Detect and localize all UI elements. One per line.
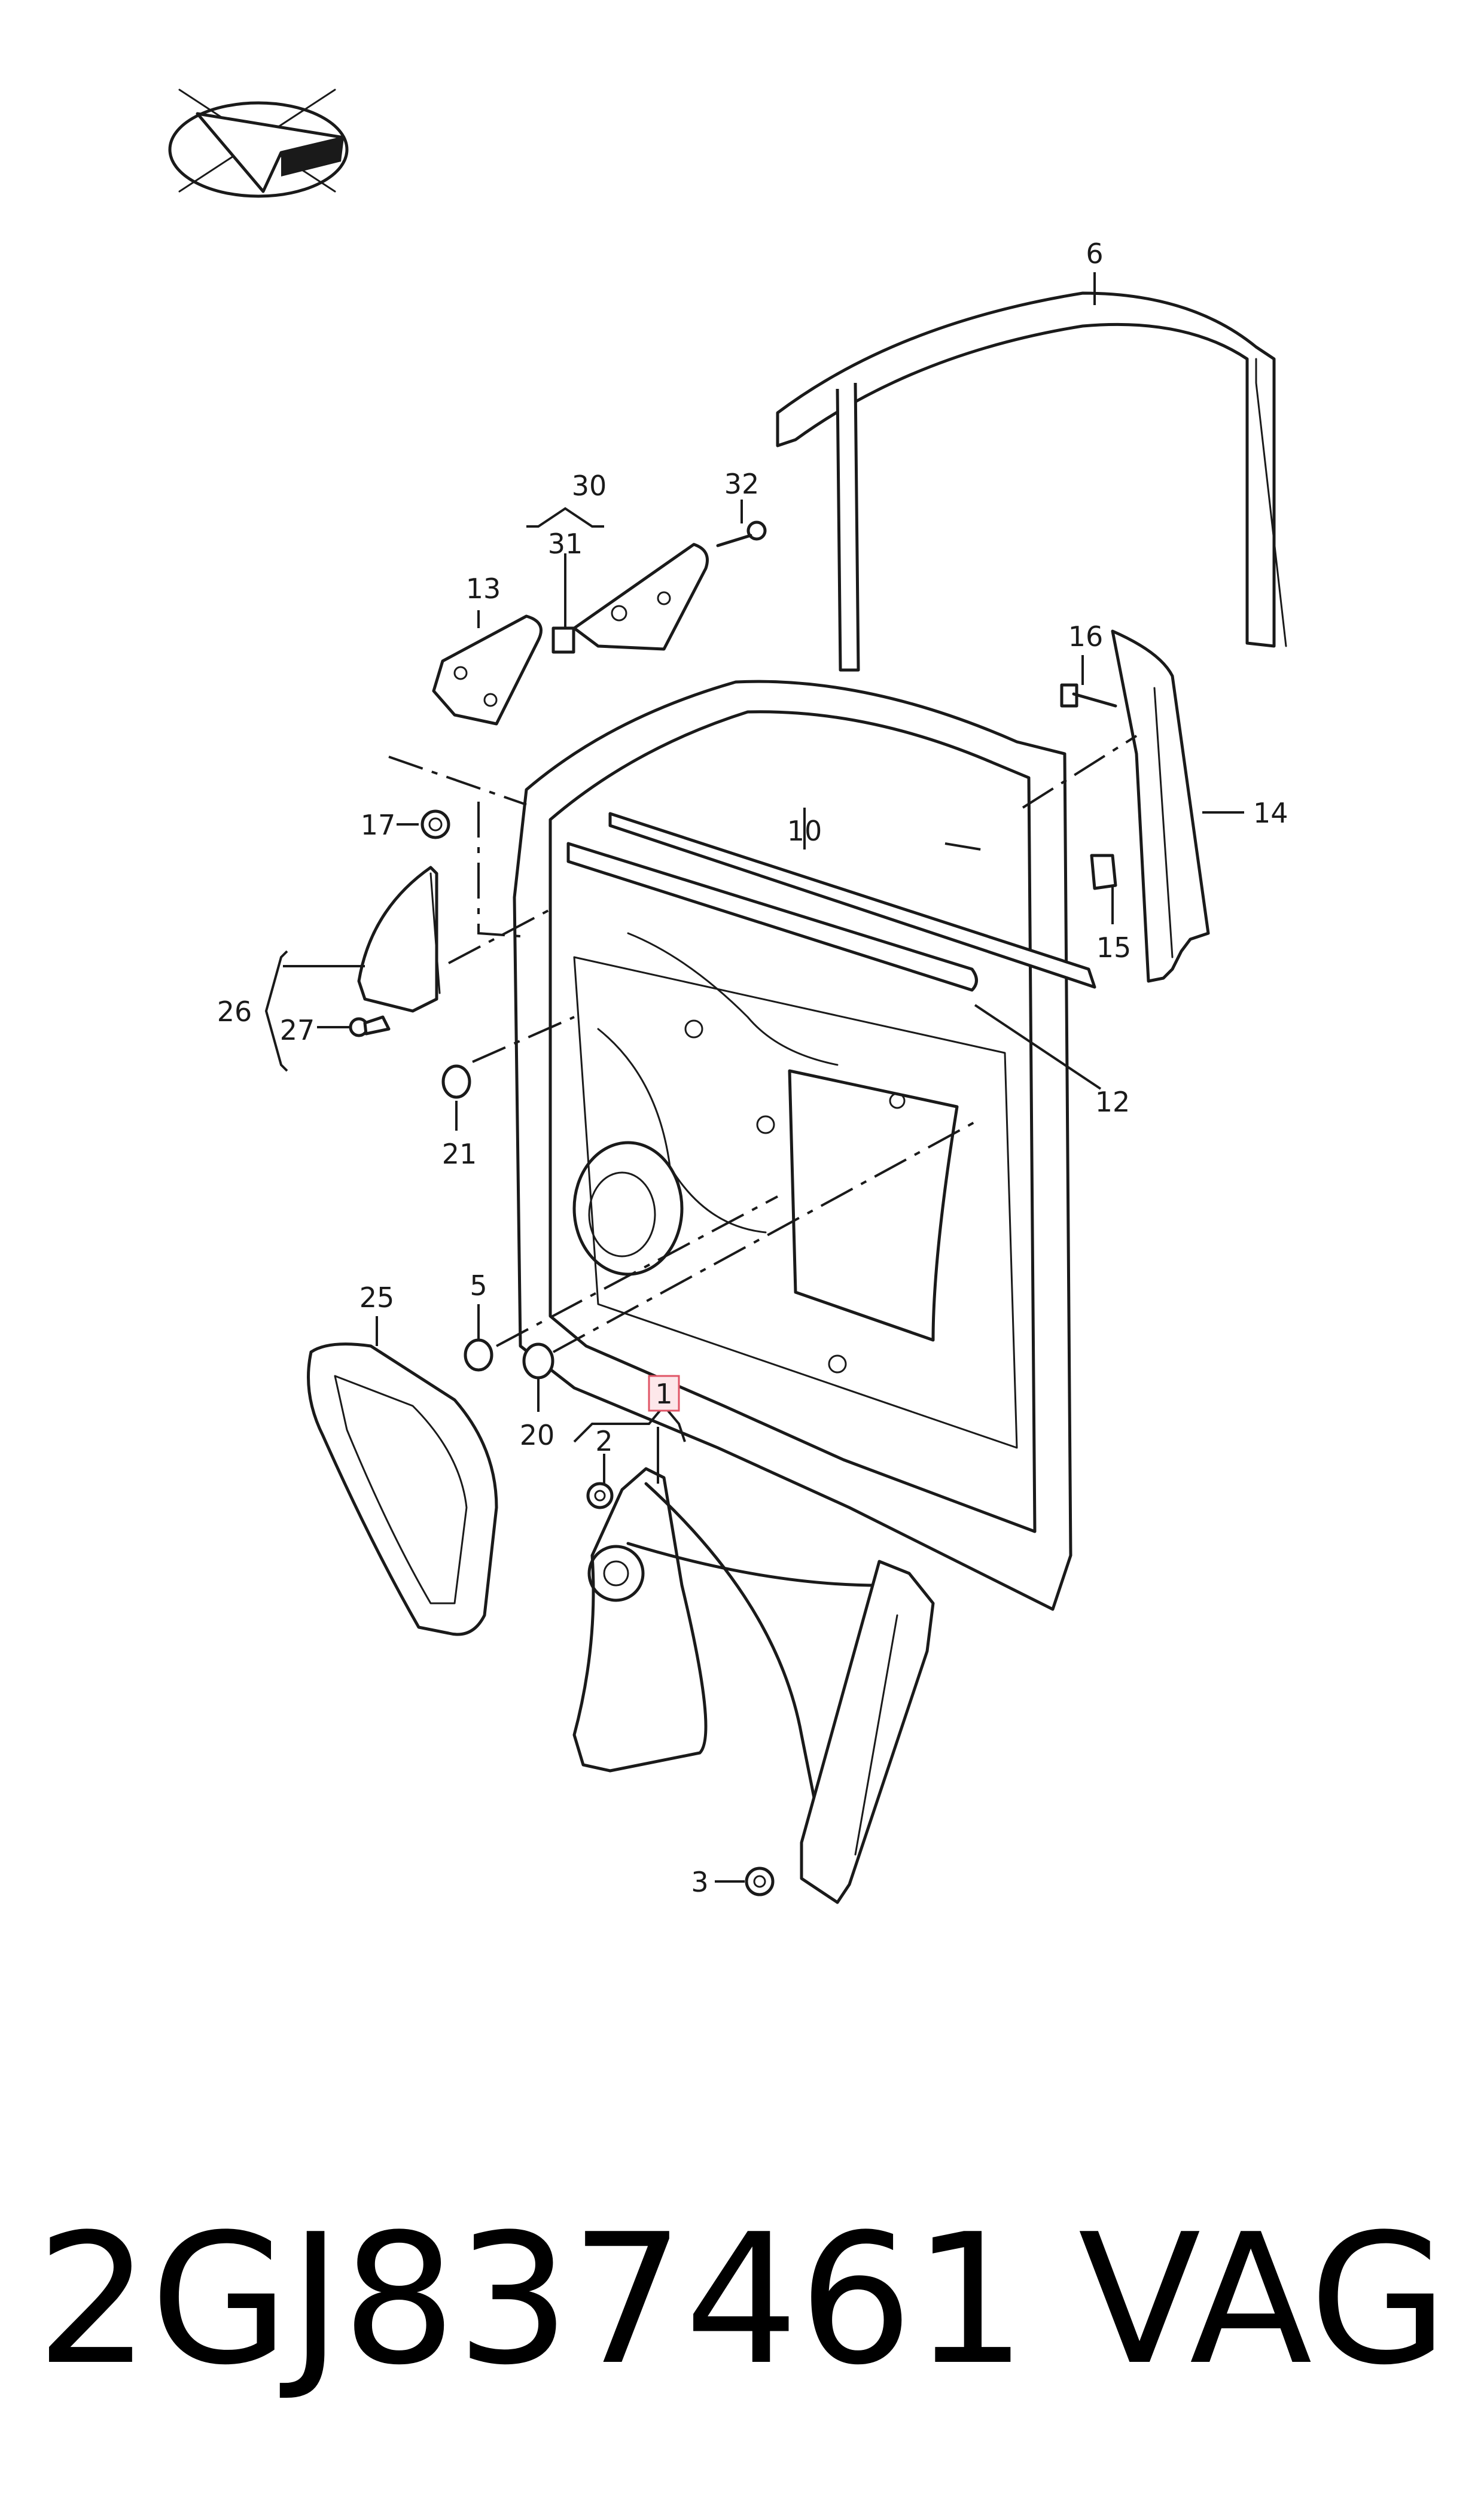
callout-32: 32 [724,468,760,500]
leader-lines [264,272,1244,1883]
callout-10: 10 [787,815,822,847]
door-frame-seal [776,291,1287,672]
nut-2-icon [586,1482,614,1509]
plug-20-icon [522,1342,554,1380]
clip-15-icon [1090,854,1117,890]
callout-3: 3 [691,1866,708,1898]
brand-name: VAG [1078,2196,1448,2404]
callout-2: 2 [595,1425,613,1457]
callout-1: 1 [655,1378,672,1410]
callout-21: 21 [442,1138,477,1170]
clip-16-icon [1060,683,1117,708]
callout-31: 31 [548,528,583,560]
plug-21-icon [441,1064,471,1099]
callout-5: 5 [470,1269,487,1302]
footer: 2GJ837461 VAG [0,2202,1484,2399]
callout-25: 25 [359,1281,395,1314]
callout-labels: 6 30 31 32 13 16 14 10 17 15 26 27 12 21… [217,238,1288,1898]
callout-1-highlight [648,1375,680,1412]
clip-27-icon [349,1015,391,1037]
callout-17: 17 [361,809,396,841]
speaker-trim-plate [307,1342,498,1636]
window-strip-outer [608,812,1096,989]
callout-6: 6 [1086,238,1103,270]
callout-26: 26 [217,995,252,1028]
nut-17-icon [420,809,450,839]
reference-lines [388,735,1138,1353]
clip-31-icon [551,626,575,654]
callout-16: 16 [1068,620,1104,653]
window-regulator [572,1467,935,1904]
rear-guide-rail [1111,629,1210,983]
orientation-logo-icon [168,89,349,198]
part-number: 2GJ837461 [36,2196,1028,2404]
callout-30: 30 [572,470,607,502]
callout-12: 12 [1095,1086,1130,1118]
callout-20: 20 [520,1419,555,1451]
plug-5-icon [464,1338,493,1372]
screw-32-icon [716,520,767,547]
callout-13: 13 [466,573,501,605]
exploded-parts-diagram: 6 30 31 32 13 16 14 10 17 15 26 27 12 21… [168,89,1288,1904]
mirror-bracket-inner [432,614,543,726]
callout-27: 27 [280,1014,315,1046]
mirror-bracket-outer [572,543,709,651]
nut-3-icon [745,1867,775,1896]
corner-trim [357,866,441,1013]
window-strip-inner [566,842,978,992]
callout-14: 14 [1253,797,1288,829]
callout-15: 15 [1096,931,1132,964]
